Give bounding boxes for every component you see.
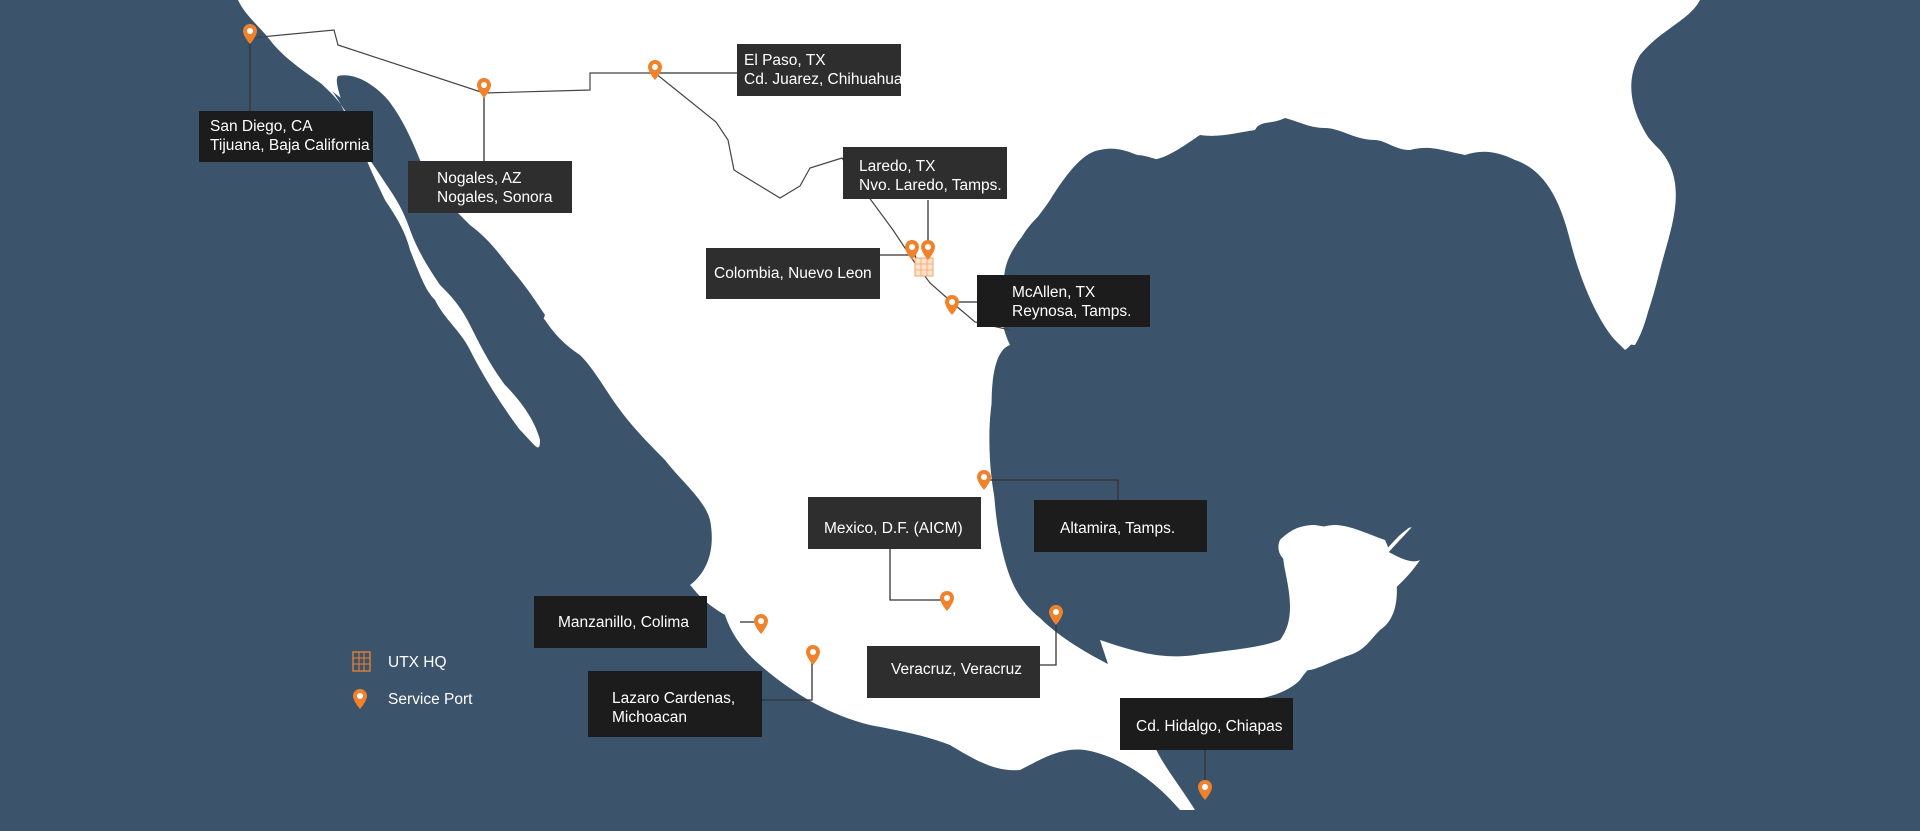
label-line: Cd. Hidalgo, Chiapas (1136, 718, 1283, 735)
label-line: Michoacan (612, 709, 687, 726)
label-altamira[interactable]: Altamira, Tamps. (1034, 500, 1207, 552)
label-lazaro[interactable]: Lazaro Cardenas, Michoacan (588, 671, 762, 737)
label-line: Laredo, TX (859, 158, 936, 175)
label-mexico-df[interactable]: Mexico, D.F. (AICM) (808, 497, 981, 549)
hq-marker[interactable] (914, 257, 934, 277)
florida-peninsula (1520, 0, 1700, 345)
label-hidalgo[interactable]: Cd. Hidalgo, Chiapas (1120, 698, 1293, 750)
label-line: Nogales, AZ (437, 170, 521, 187)
baja-california-peninsula (285, 40, 540, 448)
label-line: Tijuana, Baja California (210, 137, 370, 154)
label-manzanillo[interactable]: Manzanillo, Colima (534, 596, 707, 648)
cuba-island (1278, 525, 1420, 600)
label-line: Mexico, D.F. (AICM) (824, 520, 963, 537)
label-line: Veracruz, Veracruz (891, 661, 1022, 678)
label-line: McAllen, TX (1012, 284, 1096, 301)
label-mcallen[interactable]: McAllen, TX Reynosa, Tamps. (977, 275, 1150, 327)
mainland-landmass (238, 0, 1698, 810)
label-el-paso[interactable]: El Paso, TX Cd. Juarez, Chihuahua (737, 44, 903, 96)
label-nogales[interactable]: Nogales, AZ Nogales, Sonora (408, 161, 572, 213)
label-line: Colombia, Nuevo Leon (714, 265, 872, 282)
label-line: El Paso, TX (744, 52, 826, 69)
connector-lines (249, 34, 1206, 783)
label-line: Manzanillo, Colima (558, 614, 689, 631)
label-line: San Diego, CA (210, 118, 313, 135)
building-icon (352, 651, 371, 672)
label-laredo[interactable]: Laredo, TX Nvo. Laredo, Tamps. (843, 147, 1007, 199)
map-legend: UTX HQ Service Port (352, 651, 473, 709)
label-line: Nogales, Sonora (437, 189, 553, 206)
label-colombia[interactable]: Colombia, Nuevo Leon (706, 248, 880, 299)
label-line: Reynosa, Tamps. (1012, 303, 1131, 320)
label-line: Lazaro Cardenas, (612, 690, 735, 707)
label-san-diego[interactable]: San Diego, CA Tijuana, Baja California (199, 111, 373, 162)
legend-port-label: Service Port (388, 691, 473, 708)
label-veracruz[interactable]: Veracruz, Veracruz (867, 646, 1040, 698)
label-line: Nvo. Laredo, Tamps. (859, 177, 1002, 194)
label-line: Cd. Juarez, Chihuahua (744, 71, 903, 88)
label-line: Altamira, Tamps. (1060, 520, 1175, 537)
legend-hq-label: UTX HQ (388, 654, 447, 671)
